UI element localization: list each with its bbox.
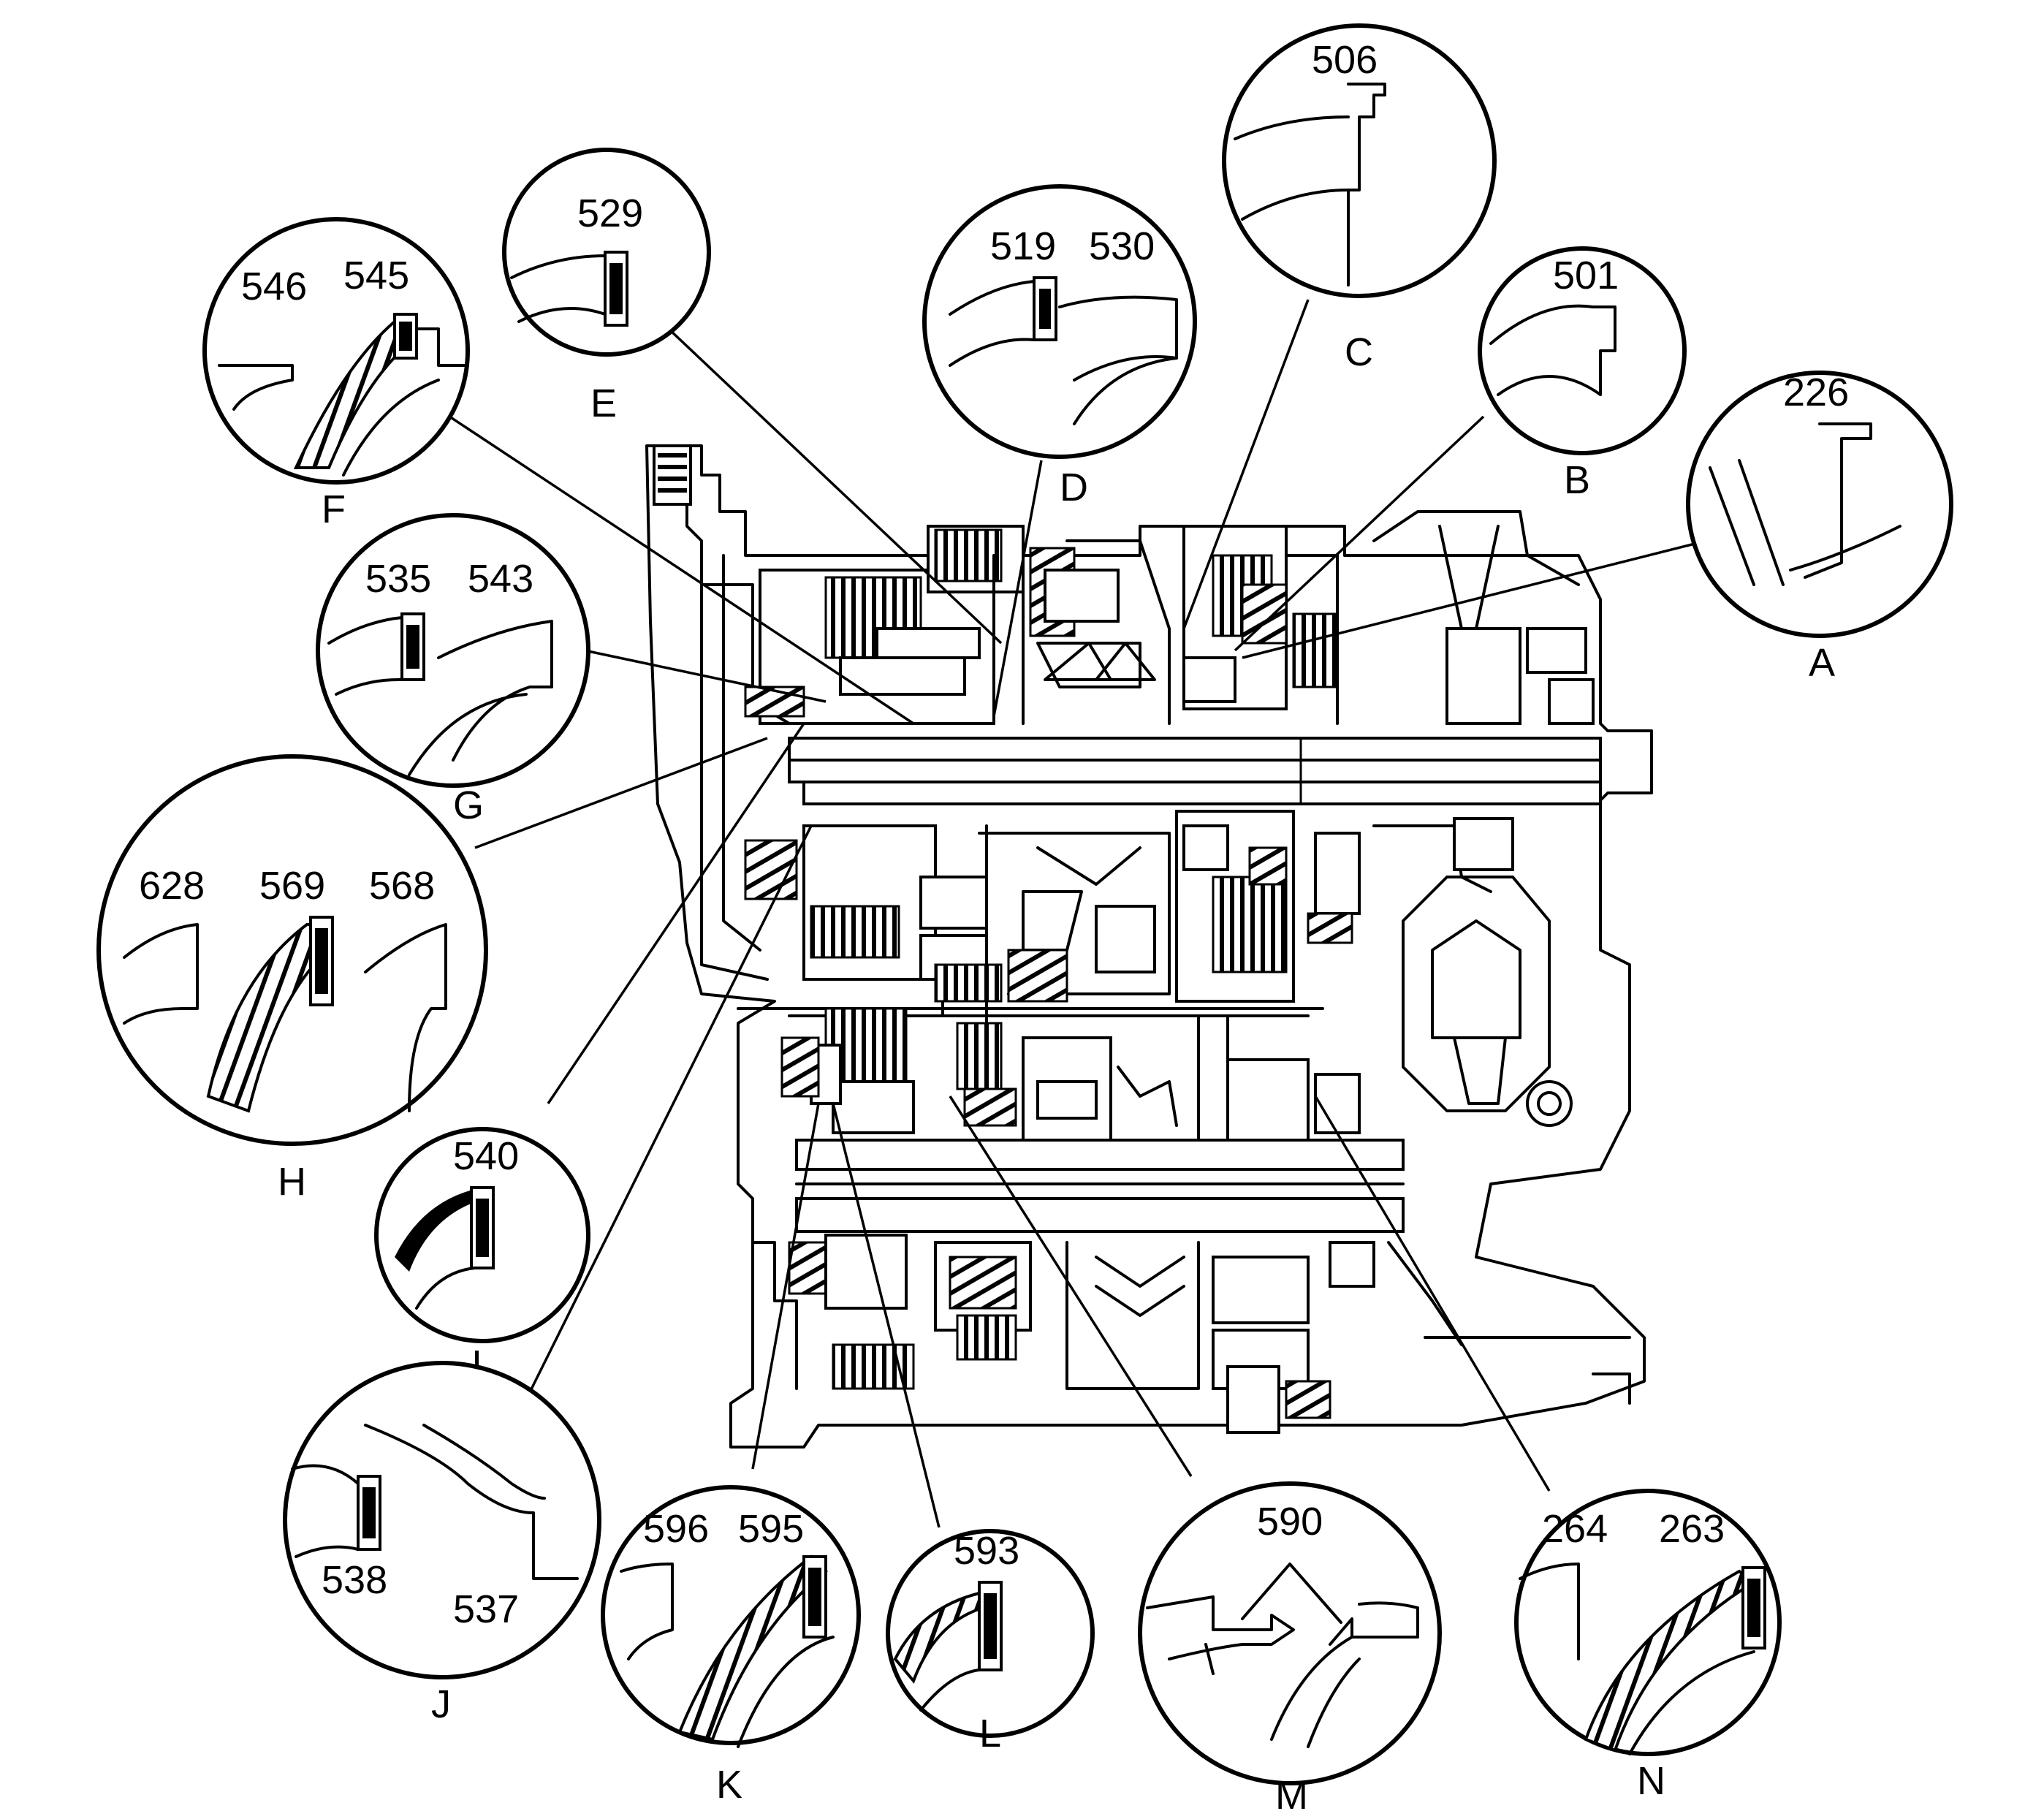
detail-callout-b: 501 B	[1478, 246, 1687, 502]
letter-b: B	[1564, 458, 1590, 502]
detail-circle-f	[202, 217, 470, 485]
label-226: 226	[1783, 371, 1849, 414]
letter-j: J	[431, 1682, 451, 1726]
detail-callout-a: 226 A	[1686, 371, 1953, 685]
detail-callout-n: 264 263 N	[1514, 1489, 1782, 1803]
label-590: 590	[1257, 1500, 1323, 1544]
detail-callout-f: 546 545 F	[202, 217, 470, 531]
letter-m: M	[1275, 1774, 1308, 1811]
label-628: 628	[139, 864, 205, 908]
label-506: 506	[1312, 38, 1378, 82]
letter-n: N	[1637, 1759, 1665, 1803]
detail-circle-b	[1478, 246, 1687, 455]
letter-g: G	[453, 783, 484, 827]
detail-circle-a	[1686, 371, 1953, 638]
label-519: 519	[990, 224, 1056, 268]
letter-k: K	[716, 1763, 742, 1807]
letter-e: E	[590, 381, 617, 425]
detail-callout-l: 593 L	[886, 1529, 1095, 1755]
detail-callout-k: 596 595 K	[601, 1485, 861, 1807]
transmission-cross-section	[645, 444, 1653, 1449]
label-535: 535	[365, 557, 431, 601]
label-543: 543	[468, 557, 533, 601]
detail-callout-h: 628 569 568 H	[96, 754, 488, 1204]
label-530: 530	[1089, 224, 1155, 268]
letter-c: C	[1345, 330, 1373, 374]
label-264: 264	[1542, 1507, 1608, 1551]
label-593: 593	[954, 1529, 1019, 1573]
detail-circle-k	[601, 1485, 861, 1745]
label-501: 501	[1553, 254, 1619, 297]
detail-circle-j	[283, 1361, 601, 1679]
letter-d: D	[1060, 466, 1088, 509]
label-537: 537	[453, 1587, 519, 1631]
label-529: 529	[577, 191, 643, 235]
detail-callout-c: 506 C	[1222, 23, 1497, 374]
detail-callout-j: 538 537 J	[283, 1361, 601, 1726]
letter-h: H	[278, 1160, 306, 1204]
detail-callout-g: 535 543 G	[316, 513, 590, 827]
label-569: 569	[259, 864, 325, 908]
detail-callout-i: 540 I	[374, 1127, 590, 1386]
detail-callout-m: 590 M	[1138, 1481, 1442, 1811]
label-596: 596	[643, 1507, 709, 1551]
label-540: 540	[453, 1134, 519, 1178]
label-546: 546	[241, 265, 307, 308]
detail-callout-e: 529 E	[502, 148, 711, 425]
label-545: 545	[343, 254, 409, 297]
detail-callout-d: 519 530 D	[922, 184, 1197, 509]
label-568: 568	[369, 864, 435, 908]
letter-f: F	[322, 487, 346, 531]
label-595: 595	[738, 1507, 804, 1551]
leader-lines	[438, 299, 1707, 1528]
label-538: 538	[322, 1558, 387, 1602]
detail-circle-n	[1514, 1489, 1782, 1756]
detail-circle-d	[922, 184, 1197, 459]
letter-l: L	[979, 1712, 1001, 1755]
letter-a: A	[1809, 641, 1835, 685]
label-263: 263	[1659, 1507, 1725, 1551]
